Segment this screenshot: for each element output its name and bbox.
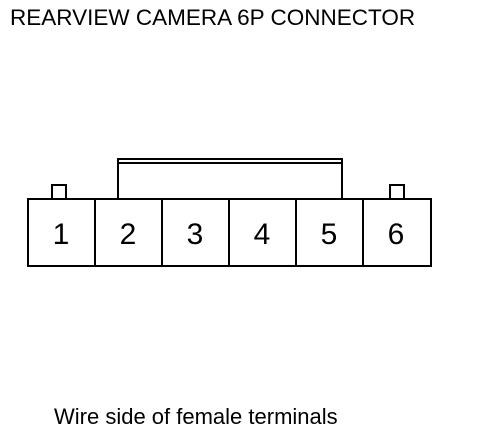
pin-label-2: 2: [120, 218, 137, 251]
pin-label-5: 5: [321, 218, 338, 251]
diagram-title: REARVIEW CAMERA 6P CONNECTOR: [10, 5, 416, 30]
right-key-nub: [389, 184, 405, 199]
connector-lock-tab: [117, 158, 343, 200]
pin-label-4: 4: [254, 218, 271, 251]
pin-label-6: 6: [388, 218, 405, 251]
pin-label-3: 3: [187, 218, 204, 251]
diagram-caption: Wire side of female terminals: [54, 404, 338, 429]
pin-label-1: 1: [53, 218, 70, 251]
left-key-nub: [51, 184, 67, 199]
